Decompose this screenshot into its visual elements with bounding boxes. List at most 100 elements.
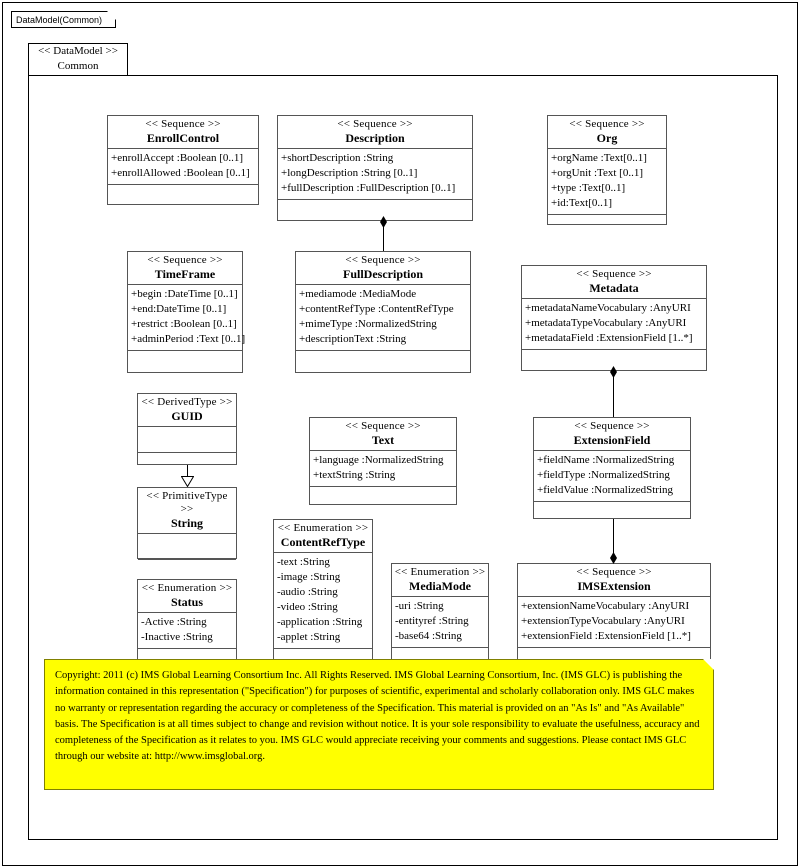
attribute: +language :NormalizedString: [313, 454, 444, 466]
frame-tab-label: DataModel(Common): [11, 11, 116, 28]
class-header: << Sequence >> FullDescription: [296, 252, 470, 285]
attribute: -base64 :String: [395, 630, 462, 642]
class-operations: [108, 185, 258, 203]
class-operations: [534, 502, 690, 520]
class-stereotype: << Sequence >>: [574, 420, 650, 432]
class-name: TimeFrame: [154, 267, 216, 281]
class-header: << Sequence >> ExtensionField: [534, 418, 690, 451]
class-header: << Sequence >> Description: [278, 116, 472, 149]
class-name: Metadata: [589, 281, 639, 295]
class-box-contentreftype[interactable]: << Enumeration >> ContentRefType -text :…: [273, 519, 373, 673]
attribute: +longDescription :String [0..1]: [281, 167, 418, 179]
class-stereotype: << Sequence >>: [576, 268, 652, 280]
attribute: +begin :DateTime [0..1]: [131, 288, 238, 300]
class-stereotype: << DerivedType >>: [141, 396, 233, 408]
class-name: ContentRefType: [280, 535, 366, 549]
attribute: +restrict :Boolean [0..1]: [131, 318, 237, 330]
class-header: << PrimitiveType >> String: [138, 488, 236, 534]
class-box-description[interactable]: << Sequence >> Description +shortDescrip…: [277, 115, 473, 221]
class-box-status[interactable]: << Enumeration >> Status -Active :String…: [137, 579, 237, 673]
attribute: +metadataTypeVocabulary :AnyURI: [525, 317, 687, 329]
attribute: +metadataNameVocabulary :AnyURI: [525, 302, 691, 314]
attribute: +mimeType :NormalizedString: [299, 318, 437, 330]
class-stereotype: << Sequence >>: [345, 420, 421, 432]
class-operations: [310, 487, 456, 505]
generalization-triangle-string: [181, 476, 194, 487]
class-box-imsextension[interactable]: << Sequence >> IMSExtension +extensionNa…: [517, 563, 711, 673]
class-header: << Sequence >> TimeFrame: [128, 252, 242, 285]
composition-diamond-metadata: [610, 366, 617, 378]
class-stereotype: << Sequence >>: [576, 566, 652, 578]
attribute: -application :String: [277, 616, 363, 628]
attribute: +id:Text[0..1]: [551, 197, 613, 209]
connector-guid-string: [187, 465, 188, 477]
class-header: << Enumeration >> ContentRefType: [274, 520, 372, 553]
attribute: +orgUnit :Text [0..1]: [551, 167, 643, 179]
class-stereotype: << Sequence >>: [345, 254, 421, 266]
class-name: GUID: [171, 409, 203, 423]
class-operations: [278, 200, 472, 218]
class-box-enrollcontrol[interactable]: << Sequence >> EnrollControl +enrollAcce…: [107, 115, 259, 205]
class-operations: [548, 215, 666, 233]
attribute: +extensionField :ExtensionField [1..*]: [521, 630, 691, 642]
class-attributes: +enrollAccept :Boolean [0..1] +enrollAll…: [108, 149, 258, 185]
class-box-timeframe[interactable]: << Sequence >> TimeFrame +begin :DateTim…: [127, 251, 246, 373]
attribute: -Active :String: [141, 616, 207, 628]
class-name: Status: [170, 595, 203, 609]
copyright-note: Copyright: 2011 (c) IMS Global Learning …: [44, 659, 714, 790]
class-box-org[interactable]: << Sequence >> Org +orgName :Text[0..1] …: [547, 115, 667, 225]
class-attributes: [138, 427, 236, 453]
class-box-fulldescription[interactable]: << Sequence >> FullDescription +mediamod…: [295, 251, 471, 373]
class-stereotype: << Sequence >>: [147, 254, 223, 266]
attribute: -uri :String: [395, 600, 444, 612]
class-operations: [128, 351, 242, 369]
attribute: +extensionTypeVocabulary :AnyURI: [521, 615, 685, 627]
attribute: +type :Text[0..1]: [551, 182, 626, 194]
class-attributes: +fieldName :NormalizedString +fieldType …: [534, 451, 690, 502]
class-name: Text: [371, 433, 395, 447]
class-attributes: +shortDescription :String +longDescripti…: [278, 149, 472, 200]
class-attributes: +language :NormalizedString +textString …: [310, 451, 456, 487]
class-attributes: +mediamode :MediaMode +contentRefType :C…: [296, 285, 470, 351]
class-header: << Sequence >> Metadata: [522, 266, 706, 299]
class-stereotype: << Enumeration >>: [277, 522, 369, 534]
composition-diamond-imsextension: [610, 552, 617, 564]
attribute: -entityref :String: [395, 615, 469, 627]
class-stereotype: << Sequence >>: [337, 118, 413, 130]
class-operations: [522, 350, 706, 368]
class-box-string[interactable]: << PrimitiveType >> String: [137, 487, 237, 560]
class-name: FullDescription: [343, 267, 423, 281]
package-tab: << DataModel >> Common: [28, 43, 128, 75]
class-stereotype: << PrimitiveType >>: [146, 490, 228, 515]
class-box-metadata[interactable]: << Sequence >> Metadata +metadataNameVoc…: [521, 265, 707, 371]
attribute: +adminPeriod :Text [0..1]: [131, 333, 246, 345]
class-header: << DerivedType >> GUID: [138, 394, 236, 427]
class-attributes: +extensionNameVocabulary :AnyURI +extens…: [518, 597, 710, 648]
class-stereotype: << Sequence >>: [569, 118, 645, 130]
class-box-guid[interactable]: << DerivedType >> GUID: [137, 393, 237, 465]
class-header: << Sequence >> EnrollControl: [108, 116, 258, 149]
attribute: +fieldName :NormalizedString: [537, 454, 675, 466]
class-box-extensionfield[interactable]: << Sequence >> ExtensionField +fieldName…: [533, 417, 691, 519]
class-attributes: [138, 534, 236, 560]
class-name: MediaMode: [409, 579, 471, 593]
class-box-text[interactable]: << Sequence >> Text +language :Normalize…: [309, 417, 457, 505]
class-name: ExtensionField: [573, 433, 651, 447]
class-stereotype: << Enumeration >>: [141, 582, 233, 594]
class-header: << Enumeration >> MediaMode: [392, 564, 488, 597]
class-attributes: -text :String -image :String -audio :Str…: [274, 553, 372, 649]
attribute: +metadataField :ExtensionField [1..*]: [525, 332, 693, 344]
class-attributes: +metadataNameVocabulary :AnyURI +metadat…: [522, 299, 706, 350]
class-attributes: -Active :String -Inactive :String: [138, 613, 236, 649]
class-box-mediamode[interactable]: << Enumeration >> MediaMode -uri :String…: [391, 563, 489, 673]
attribute: -Inactive :String: [141, 631, 213, 643]
connector-extensionfield-imsextension: [613, 519, 614, 563]
package-name: Common: [57, 60, 99, 72]
attribute: +shortDescription :String: [281, 152, 394, 164]
class-name: IMSExtension: [577, 579, 651, 593]
attribute: +fieldValue :NormalizedString: [537, 484, 674, 496]
class-name: String: [170, 516, 203, 530]
attribute: +end:DateTime [0..1]: [131, 303, 227, 315]
class-header: << Sequence >> Org: [548, 116, 666, 149]
